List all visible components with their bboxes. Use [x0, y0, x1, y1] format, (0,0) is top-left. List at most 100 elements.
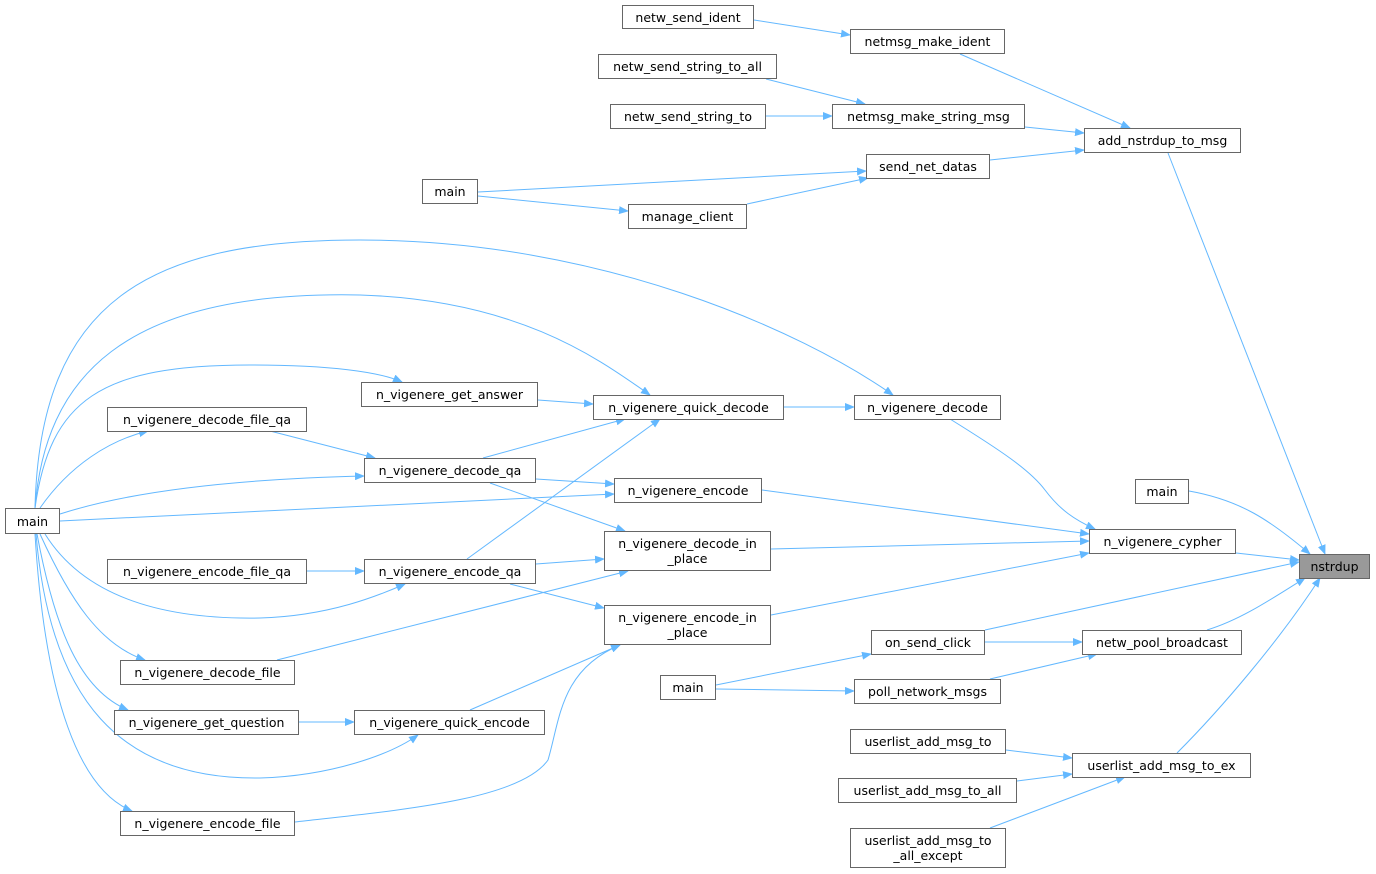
call-edge — [1176, 577, 1321, 754]
call-edge — [989, 652, 1098, 680]
call-edge — [477, 167, 867, 193]
call-edge — [746, 175, 869, 205]
function-node[interactable]: userlist_add_msg_to_all — [838, 778, 1017, 803]
function-name: _place — [667, 625, 708, 640]
call-edge — [269, 430, 376, 460]
call-edge — [715, 651, 872, 686]
function-node[interactable]: n_vigenere_get_question — [114, 710, 299, 735]
function-node[interactable]: main — [1135, 479, 1189, 504]
function-name: _all_except — [893, 848, 963, 863]
function-node[interactable]: n_vigenere_decode — [854, 395, 1001, 420]
call-edge — [715, 686, 855, 695]
call-edge — [489, 482, 626, 532]
function-node[interactable]: n_vigenere_decode_qa — [364, 458, 536, 483]
function-node[interactable]: userlist_add_msg_to — [850, 729, 1006, 754]
call-edge — [1167, 152, 1326, 555]
call-edge — [34, 239, 894, 509]
function-name: main — [434, 184, 466, 199]
function-node[interactable]: n_vigenere_decode_in_place — [604, 531, 771, 571]
function-node[interactable]: userlist_add_msg_to_all_except — [850, 828, 1006, 868]
function-node[interactable]: main — [422, 179, 478, 204]
function-node[interactable]: netw_send_string_to — [610, 104, 766, 129]
call-edge — [294, 644, 621, 823]
function-name: n_vigenere_decode_file — [134, 665, 281, 680]
function-name: userlist_add_msg_to — [864, 833, 992, 848]
function-node[interactable]: on_send_click — [871, 630, 985, 655]
function-name: n_vigenere_encode — [627, 483, 749, 498]
call-edge — [35, 533, 419, 779]
function-name: n_vigenere_quick_encode — [369, 715, 530, 730]
call-edge — [1016, 771, 1073, 782]
function-name: _place — [667, 551, 708, 566]
function-node[interactable]: userlist_add_msg_to_ex — [1072, 753, 1251, 778]
call-edge — [1206, 577, 1306, 631]
call-edge — [535, 478, 615, 488]
function-name: manage_client — [641, 209, 734, 224]
function-name: n_vigenere_encode_in — [618, 610, 757, 625]
function-node[interactable]: n_vigenere_encode_file — [120, 811, 295, 836]
function-node[interactable]: netw_send_string_to_all — [598, 54, 777, 79]
call-edge — [765, 78, 866, 106]
function-name: n_vigenere_decode — [867, 400, 988, 415]
function-node[interactable]: n_vigenere_quick_decode — [593, 395, 784, 420]
function-node[interactable]: n_vigenere_encode_in_place — [604, 605, 771, 645]
call-edge — [537, 399, 594, 408]
function-node[interactable]: n_vigenere_encode — [614, 478, 762, 503]
call-edge — [477, 195, 629, 215]
call-edge — [34, 294, 651, 509]
call-edge — [36, 533, 129, 711]
function-name: n_vigenere_decode_file_qa — [123, 412, 291, 427]
call-edge — [34, 533, 133, 812]
call-edge — [761, 489, 1090, 537]
function-node[interactable]: n_vigenere_decode_file_qa — [107, 407, 307, 432]
call-edge — [989, 776, 1126, 829]
function-node[interactable]: send_net_datas — [866, 154, 990, 179]
function-node[interactable]: netmsg_make_ident — [850, 29, 1005, 54]
function-node[interactable]: n_vigenere_encode_file_qa — [107, 559, 307, 584]
function-name: netw_pool_broadcast — [1096, 635, 1228, 650]
function-node[interactable]: manage_client — [628, 204, 747, 229]
call-edge — [59, 472, 365, 515]
call-edge — [1188, 490, 1311, 555]
function-name: netw_send_string_to_all — [613, 59, 762, 74]
function-node[interactable]: n_vigenere_cypher — [1089, 529, 1236, 554]
function-name: main — [672, 680, 704, 695]
function-name: n_vigenere_encode_qa — [378, 564, 522, 579]
function-name: main — [1146, 484, 1178, 499]
function-node[interactable]: main — [5, 508, 60, 534]
function-node[interactable]: n_vigenere_get_answer — [361, 382, 538, 407]
function-node[interactable]: n_vigenere_decode_file — [120, 660, 295, 685]
function-node[interactable]: netw_send_ident — [622, 5, 754, 29]
function-name: n_vigenere_get_question — [128, 715, 285, 730]
function-name: on_send_click — [884, 635, 972, 650]
function-node[interactable]: netw_pool_broadcast — [1082, 630, 1242, 655]
function-node[interactable]: n_vigenere_encode_qa — [364, 559, 536, 584]
call-edge — [753, 19, 851, 38]
call-edge — [59, 490, 615, 522]
function-node[interactable]: main — [660, 675, 716, 700]
focus-function-node[interactable]: nstrdup — [1299, 554, 1370, 579]
function-node[interactable]: add_nstrdup_to_msg — [1084, 128, 1241, 153]
call-edge — [39, 533, 146, 661]
function-name: n_vigenere_decode_in — [618, 536, 757, 551]
function-node[interactable]: netmsg_make_string_msg — [832, 104, 1025, 129]
call-edge — [770, 550, 1090, 616]
call-edge — [466, 418, 661, 560]
call-edge — [959, 53, 1131, 129]
function-name: netmsg_make_string_msg — [847, 109, 1010, 124]
function-name: n_vigenere_encode_file — [134, 816, 281, 831]
call-edge — [276, 569, 629, 661]
function-node[interactable]: poll_network_msgs — [854, 679, 1001, 704]
function-node[interactable]: n_vigenere_quick_encode — [354, 710, 545, 735]
call-edge — [949, 418, 1096, 530]
function-name: netw_send_string_to — [624, 109, 752, 124]
call-edge — [535, 555, 605, 565]
function-name: userlist_add_msg_to — [864, 734, 992, 749]
call-edge — [1024, 126, 1085, 137]
call-edge — [989, 146, 1085, 161]
function-name: add_nstrdup_to_msg — [1097, 133, 1228, 148]
function-name: n_vigenere_encode_file_qa — [123, 564, 291, 579]
call-edge — [984, 559, 1300, 631]
call-edge — [509, 583, 605, 610]
